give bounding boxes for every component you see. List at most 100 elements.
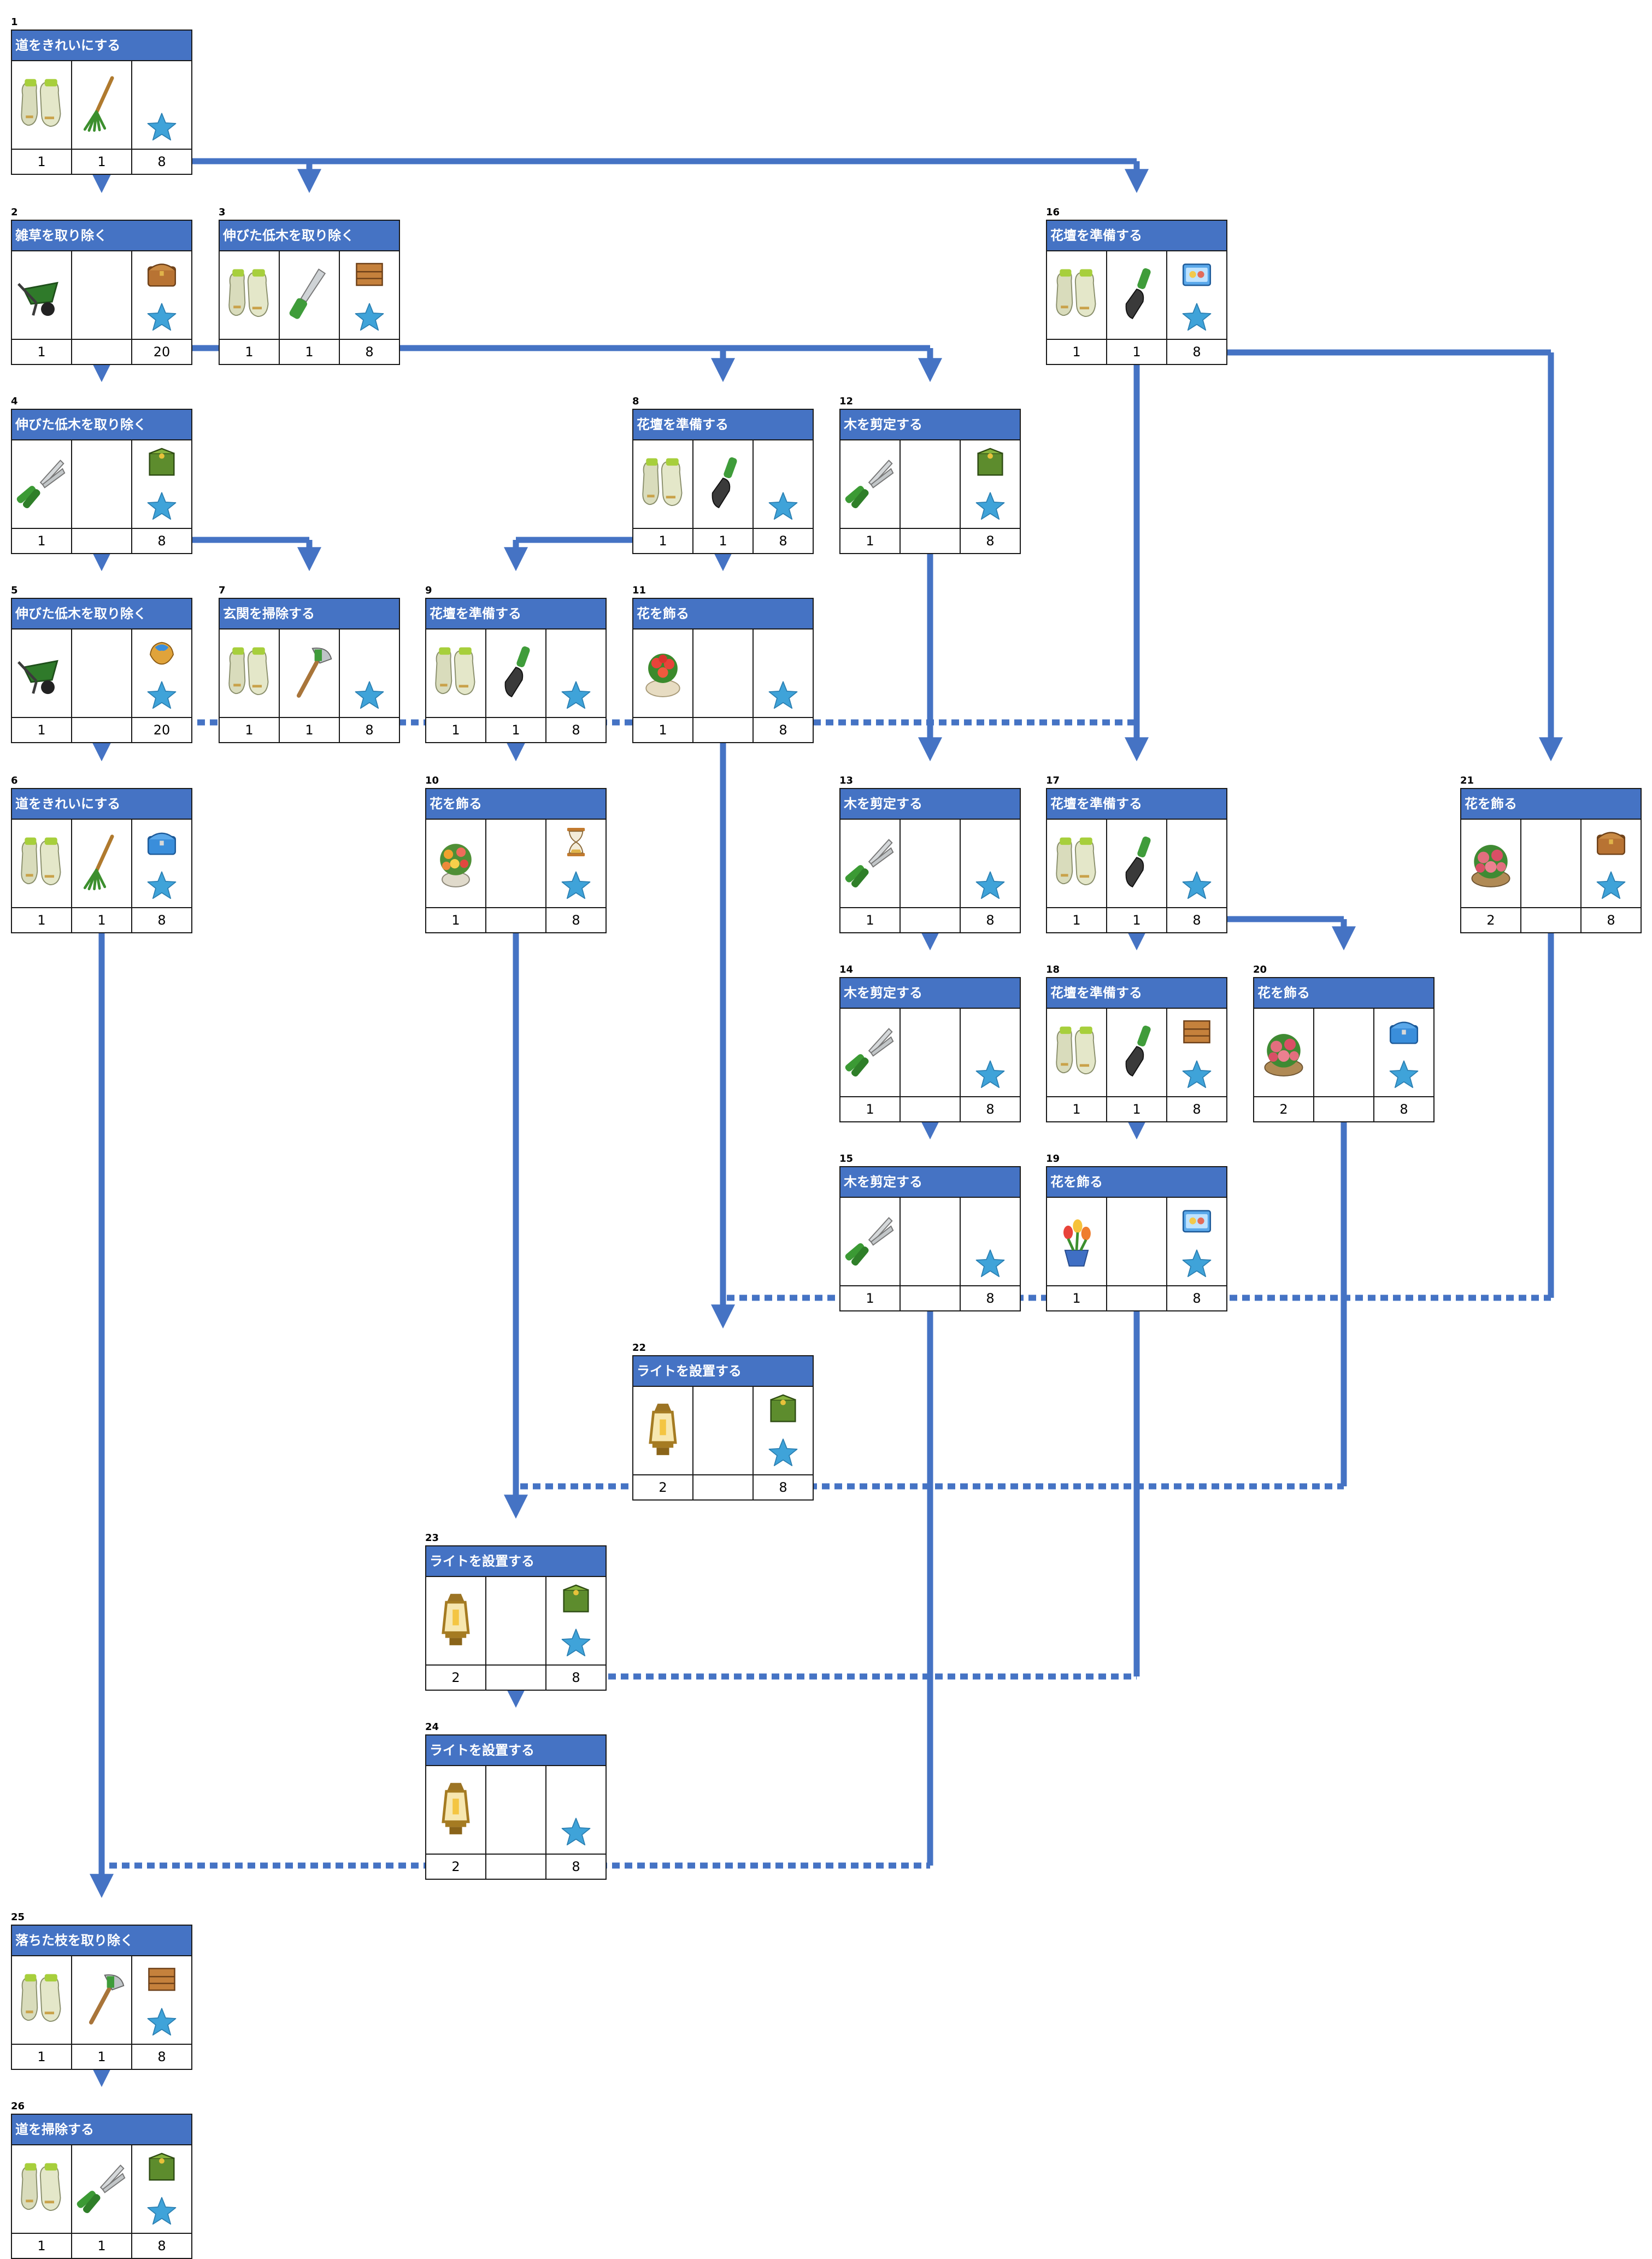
task-title: ライトを設置する — [633, 1356, 813, 1387]
task-number: 16 — [1046, 207, 1060, 218]
item-cell — [546, 630, 605, 717]
item-cell — [72, 440, 132, 528]
item-cell — [132, 820, 191, 907]
item-count — [486, 908, 546, 932]
item-count: 1 — [220, 718, 280, 742]
task-title: 木を剪定する — [840, 1167, 1020, 1198]
item-count: 1 — [426, 718, 486, 742]
wheelbarrow-icon — [15, 265, 68, 325]
item-cells — [840, 1198, 1020, 1286]
item-cell — [1461, 820, 1521, 907]
task-number: 2 — [11, 207, 18, 218]
item-count: 1 — [633, 718, 693, 742]
item-cell — [1254, 1009, 1314, 1096]
lantern-icon — [430, 1780, 482, 1840]
task-number: 26 — [11, 2101, 25, 2112]
item-cell — [12, 251, 72, 339]
item-count: 8 — [1192, 1291, 1201, 1306]
item-cell — [12, 61, 72, 149]
trowel-icon — [697, 454, 749, 514]
green-box-icon — [559, 1583, 593, 1616]
item-cells — [12, 440, 191, 529]
task-number: 23 — [425, 1532, 439, 1544]
item-count: 8 — [779, 1480, 787, 1495]
gloves-icon — [430, 643, 482, 703]
item-cell — [633, 1387, 693, 1474]
chest-icon — [1594, 825, 1628, 859]
item-cell — [72, 1956, 132, 2044]
blue-package-icon — [1180, 257, 1214, 291]
item-count: 1 — [12, 150, 72, 174]
task-title: 花を飾る — [1461, 789, 1641, 820]
item-cell — [132, 2145, 191, 2233]
item-cell — [12, 440, 72, 528]
item-cell — [961, 820, 1020, 907]
item-cell — [901, 1198, 961, 1285]
item-count: 20 — [153, 344, 171, 360]
item-cell — [426, 820, 486, 907]
star-icon — [767, 491, 799, 522]
item-count: 1 — [12, 2045, 72, 2069]
green-box-icon — [973, 446, 1007, 480]
item-cell — [1314, 1009, 1374, 1096]
item-count: 8 — [365, 722, 374, 738]
star-icon — [974, 491, 1006, 522]
item-cells — [1254, 1009, 1433, 1097]
star-icon — [974, 870, 1006, 902]
task-number: 20 — [1253, 964, 1267, 975]
item-cells — [426, 630, 605, 718]
item-count: 1 — [1107, 340, 1167, 364]
item-cell — [340, 630, 399, 717]
rose-basket-icon — [1465, 833, 1517, 893]
shears-icon — [15, 454, 68, 514]
trowel-icon — [1110, 265, 1163, 325]
item-count — [486, 1855, 546, 1879]
star-icon — [146, 111, 178, 143]
item-count: 1 — [72, 2234, 132, 2258]
task-number: 11 — [632, 585, 646, 596]
item-count: 8 — [157, 2238, 166, 2254]
item-count: 1 — [220, 340, 280, 364]
item-cells — [633, 630, 813, 718]
item-cell — [840, 1009, 901, 1096]
item-cell — [426, 630, 486, 717]
rose-basket-icon — [1257, 1022, 1310, 1083]
item-cell — [1047, 820, 1107, 907]
star-icon — [354, 680, 385, 711]
star-icon — [146, 680, 178, 711]
item-cell — [1107, 251, 1167, 339]
axe-icon — [283, 643, 336, 703]
item-count: 8 — [779, 533, 787, 549]
task-title: 伸びた低木を取り除く — [12, 599, 191, 630]
item-cells — [1047, 1009, 1226, 1097]
item-cell — [486, 820, 546, 907]
item-cell — [693, 630, 754, 717]
item-cell — [1047, 1198, 1107, 1285]
task-title: 花を飾る — [426, 789, 605, 820]
item-cell — [12, 2145, 72, 2233]
item-count — [901, 1097, 961, 1121]
item-cell — [132, 61, 191, 149]
item-count — [1314, 1097, 1374, 1121]
item-cells — [12, 630, 191, 718]
task-number: 24 — [425, 1721, 439, 1733]
item-cell — [693, 1387, 754, 1474]
item-cell — [426, 1577, 486, 1664]
item-count — [901, 529, 961, 553]
